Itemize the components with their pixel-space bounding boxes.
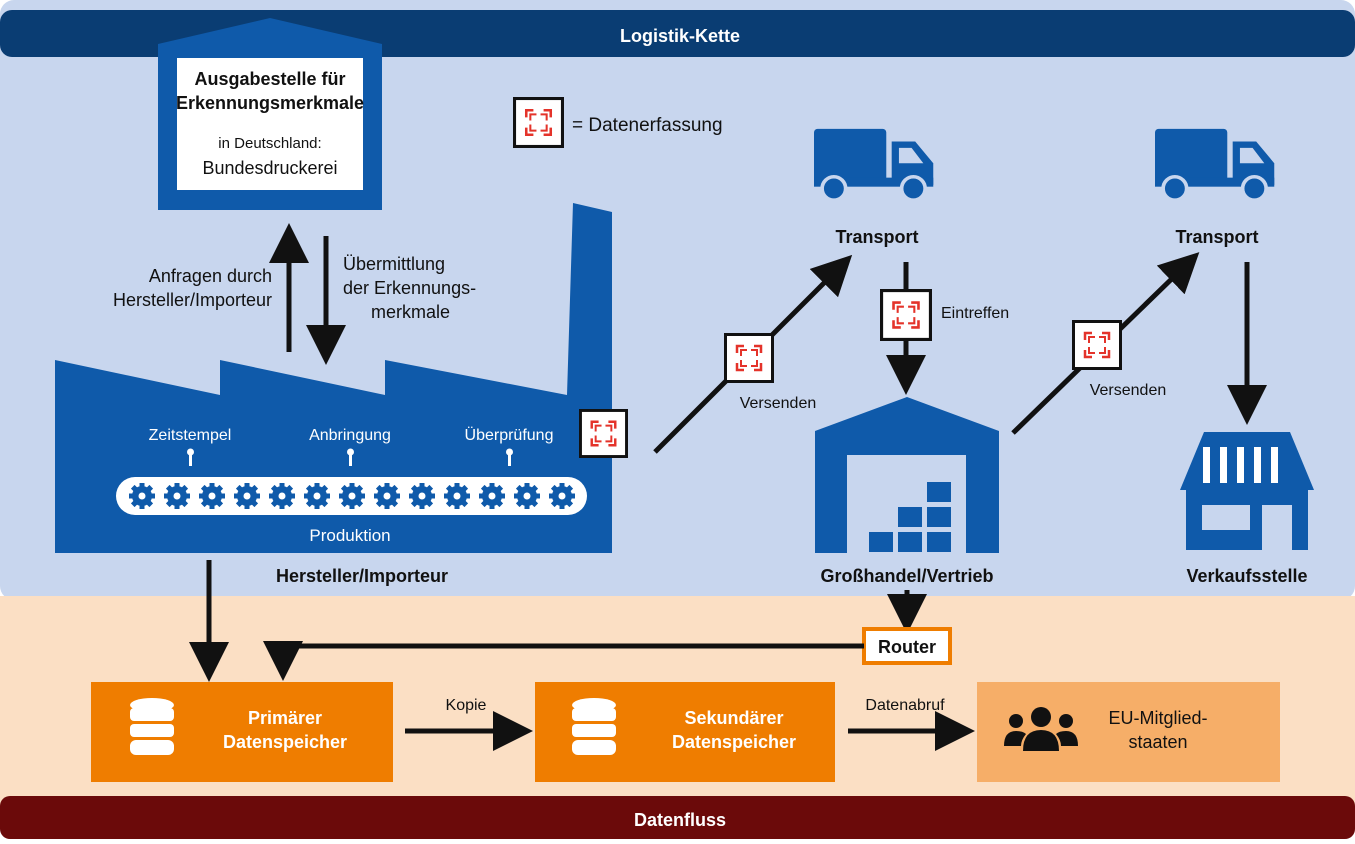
- shop-icon: [1180, 432, 1314, 550]
- secondary-line-1: Sekundärer: [684, 708, 783, 728]
- scan-icon-factory: [579, 409, 628, 458]
- database-icon-primary: [130, 698, 174, 755]
- issuer-house: [158, 18, 382, 210]
- warehouse-building: [815, 397, 999, 553]
- arrival-label: Eintreffen: [941, 305, 1009, 322]
- header-title: Logistik-Kette: [620, 26, 740, 46]
- transmission-line-1: Übermittlung: [343, 254, 445, 274]
- scan-icon-send-2: [1072, 320, 1122, 370]
- copy-label: Kopie: [446, 697, 487, 714]
- router-label: Router: [878, 637, 936, 657]
- router-primary-arrow: [263, 641, 864, 681]
- shop-label: Verkaufsstelle: [1186, 566, 1307, 586]
- eu-line-2: staaten: [1128, 732, 1187, 752]
- retrieval-label: Datenabruf: [865, 697, 945, 714]
- scan-icon-arrival: [880, 289, 932, 341]
- transport-label-1: Transport: [835, 227, 918, 247]
- send-label-1: Versenden: [740, 395, 817, 412]
- router-box: [862, 627, 952, 665]
- primary-line-1: Primärer: [248, 708, 322, 728]
- secondary-line-2: Datenspeicher: [672, 732, 796, 752]
- primary-line-2: Datenspeicher: [223, 732, 347, 752]
- gear-icon: [444, 483, 470, 509]
- step-timestamp: Zeitstempel: [149, 427, 232, 444]
- conveyor-gears: [129, 483, 575, 509]
- step-pins: [187, 448, 513, 466]
- eu-member-states-box: [977, 682, 1280, 782]
- gear-icon: [514, 483, 540, 509]
- gear-icon: [304, 483, 330, 509]
- issuer-sub-2: Bundesdruckerei: [202, 158, 337, 178]
- issuer-sub-1: in Deutschland:: [218, 135, 321, 152]
- footer-bar: [0, 796, 1355, 839]
- scan-icon-send-1: [724, 333, 774, 383]
- gear-icon: [129, 483, 155, 509]
- factory-building: [55, 203, 612, 553]
- transport-label-2: Transport: [1175, 227, 1258, 247]
- gear-icon: [164, 483, 190, 509]
- gear-icon: [339, 483, 365, 509]
- warehouse-label: Großhandel/Vertrieb: [820, 566, 993, 586]
- requests-line-1: Anfragen durch: [149, 266, 272, 286]
- gear-icon: [479, 483, 505, 509]
- gear-icon: [409, 483, 435, 509]
- scan-legend-icon: [513, 97, 564, 148]
- issuer-title-1: Ausgabestelle für: [194, 69, 345, 89]
- gear-icon: [269, 483, 295, 509]
- gear-icon: [374, 483, 400, 509]
- gear-icon: [234, 483, 260, 509]
- eu-line-1: EU-Mitglied-: [1108, 708, 1207, 728]
- step-verification: Überprüfung: [465, 426, 554, 444]
- footer-title: Datenfluss: [634, 810, 726, 830]
- transmission-line-3: merkmale: [371, 302, 450, 322]
- legend-text: = Datenerfassung: [572, 115, 723, 136]
- send-label-2: Versenden: [1090, 382, 1167, 399]
- factory-caption: Hersteller/Importeur: [276, 566, 448, 586]
- requests-line-2: Hersteller/Importeur: [113, 290, 272, 310]
- conveyor-label: Produktion: [309, 526, 390, 545]
- step-application: Anbringung: [309, 427, 391, 444]
- people-icon: [1004, 707, 1078, 751]
- database-icon-secondary: [572, 698, 616, 755]
- gear-icon: [549, 483, 575, 509]
- transmission-line-2: der Erkennungs-: [343, 278, 476, 298]
- gear-icon: [199, 483, 225, 509]
- issuer-title-2: Erkennungsmerkmale: [176, 93, 364, 113]
